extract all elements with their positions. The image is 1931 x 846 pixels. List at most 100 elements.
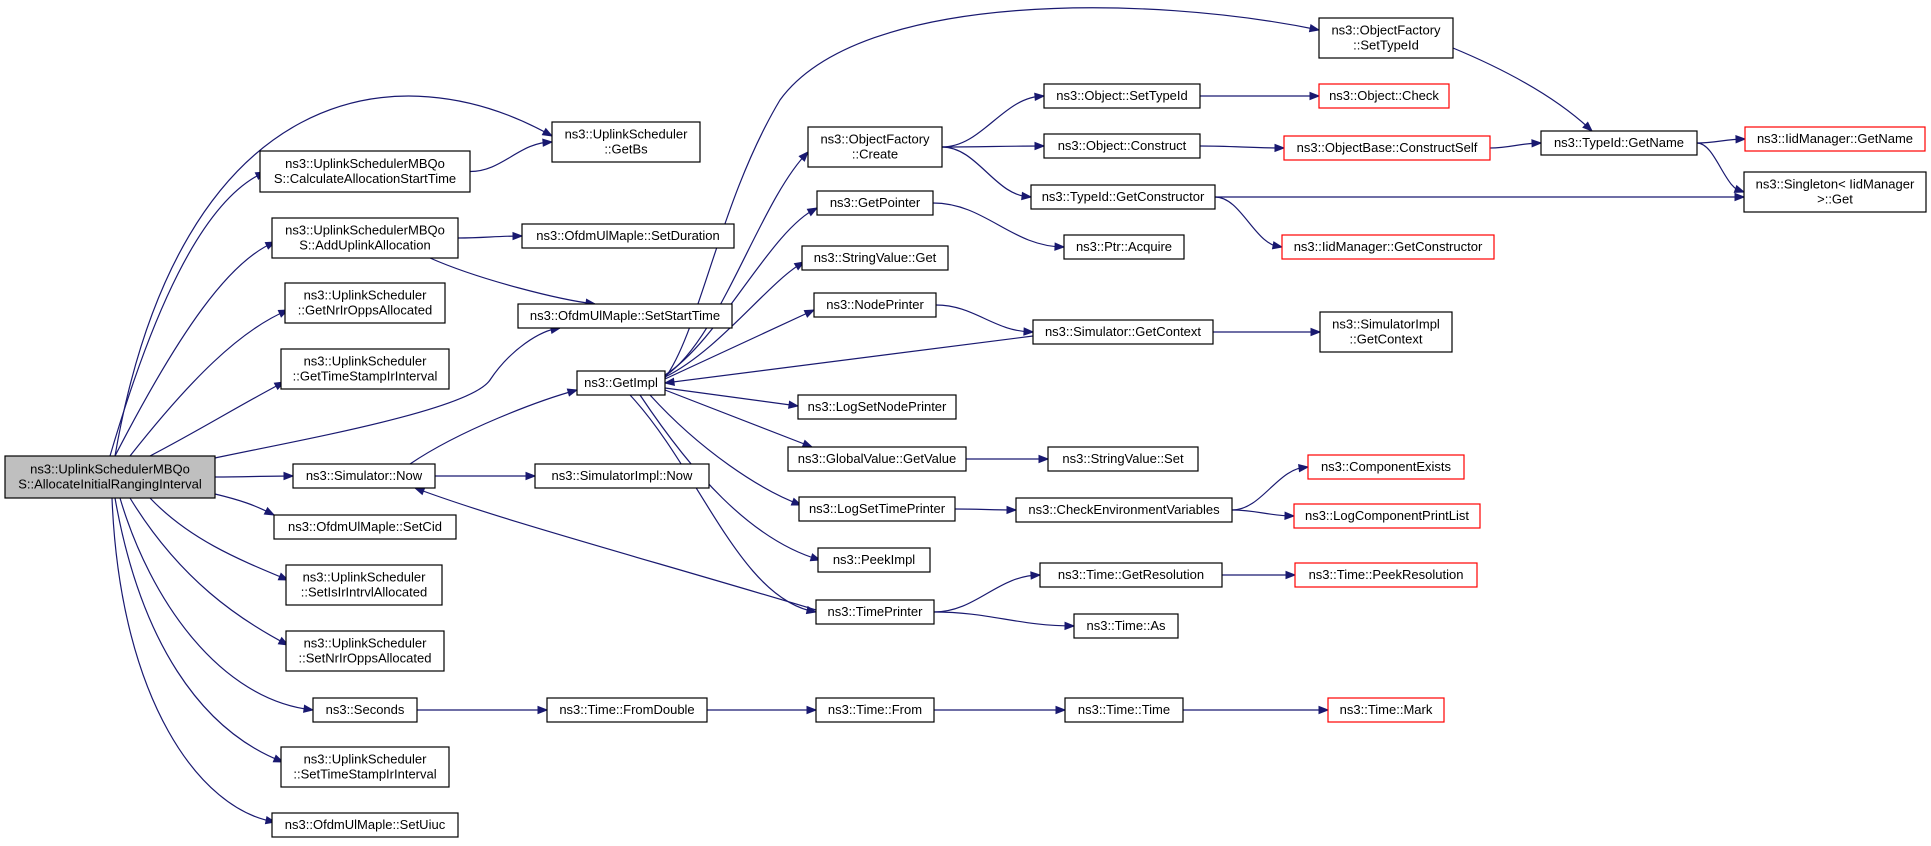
node-label: ns3::Time::FromDouble [559, 702, 694, 717]
node-label: ns3::ObjectFactory [820, 132, 930, 147]
arrowhead-root-to-getbs [541, 127, 554, 137]
node-label: ns3::UplinkSchedulerMBQo [285, 223, 445, 238]
node-objsettypeid[interactable]: ns3::Object::SetTypeId [1043, 83, 1201, 109]
node-simimplnow[interactable]: ns3::SimulatorImpl::Now [534, 463, 710, 489]
node-objconstruct[interactable]: ns3::Object::Construct [1043, 133, 1201, 159]
node-box [285, 564, 443, 606]
node-getpointer[interactable]: ns3::GetPointer [816, 190, 934, 216]
node-seconds[interactable]: ns3::Seconds [312, 697, 418, 723]
node-adduplink[interactable]: ns3::UplinkSchedulerMBQoS::AddUplinkAllo… [271, 217, 459, 259]
node-nodeprinter[interactable]: ns3::NodePrinter [813, 292, 937, 318]
node-peekimpl[interactable]: ns3::PeekImpl [817, 547, 931, 573]
edge-getimpl-to-getpointer [664, 207, 818, 376]
arrowhead-gvgetvalue-to-stringset [1038, 454, 1050, 464]
node-root[interactable]: ns3::UplinkSchedulerMBQoS::AllocateIniti… [4, 455, 216, 499]
node-box [521, 223, 735, 249]
node-timeprinter[interactable]: ns3::TimePrinter [815, 599, 935, 625]
arrowhead-simnow-to-getimpl [566, 388, 579, 397]
node-iidgetname[interactable]: ns3::IidManager::GetName [1744, 126, 1926, 152]
edge-adduplink-to-setstarttime [429, 257, 596, 305]
node-logsetnode[interactable]: ns3::LogSetNodePrinter [797, 394, 957, 420]
node-logsettime[interactable]: ns3::LogSetTimePrinter [798, 496, 956, 522]
node-setnrir[interactable]: ns3::UplinkScheduler::SetNrIrOppsAllocat… [285, 630, 445, 672]
edge-getimpl-to-stringget [664, 261, 805, 378]
node-ofcreate[interactable]: ns3::ObjectFactory::Create [807, 126, 943, 168]
node-box [259, 150, 471, 193]
node-stringset[interactable]: ns3::StringValue::Set [1047, 446, 1199, 472]
edge-typeidgetctor-to-iidgetctor [1214, 196, 1283, 248]
node-box [815, 697, 935, 723]
node-logcompprint[interactable]: ns3::LogComponentPrintList [1293, 503, 1481, 529]
node-objbaseconstruct[interactable]: ns3::ObjectBase::ConstructSelf [1283, 135, 1491, 161]
node-simgetcontext[interactable]: ns3::Simulator::GetContext [1032, 319, 1214, 345]
node-timegetres[interactable]: ns3::Time::GetResolution [1039, 562, 1223, 588]
node-label: ::GetBs [604, 142, 648, 157]
node-simnow[interactable]: ns3::Simulator::Now [292, 463, 436, 489]
node-settimestamp[interactable]: ns3::UplinkScheduler::SetTimeStampIrInte… [280, 746, 450, 788]
edge-simgetcontext-to-getimpl [664, 335, 1034, 384]
node-getimpl[interactable]: ns3::GetImpl [576, 370, 666, 396]
node-label: ns3::IidManager::GetName [1757, 131, 1913, 146]
node-setduration[interactable]: ns3::OfdmUlMaple::SetDuration [521, 223, 735, 249]
node-timepeekres[interactable]: ns3::Time::PeekResolution [1294, 562, 1478, 588]
node-box [787, 446, 967, 472]
node-label: ns3::TimePrinter [828, 604, 924, 619]
node-label: ns3::UplinkScheduler [304, 288, 428, 303]
arrowhead-getimpl-to-logsetnode [788, 400, 800, 409]
node-ptracquire[interactable]: ns3::Ptr::Acquire [1063, 234, 1185, 260]
node-timefrom[interactable]: ns3::Time::From [815, 697, 935, 723]
node-calcstart[interactable]: ns3::UplinkSchedulerMBQoS::CalculateAllo… [259, 150, 471, 193]
node-iidgetctor[interactable]: ns3::IidManager::GetConstructor [1281, 234, 1495, 260]
edge-timeprinter-to-timegetres [933, 574, 1041, 613]
edge-ofsettypeid-to-typeidgetname [1452, 47, 1593, 132]
arrowhead-adduplink-to-setduration [512, 231, 524, 241]
arrowhead-simnow-to-simimplnow [525, 471, 537, 481]
node-timetime[interactable]: ns3::Time::Time [1064, 697, 1184, 723]
node-compexists[interactable]: ns3::ComponentExists [1307, 454, 1465, 480]
node-fromdouble[interactable]: ns3::Time::FromDouble [546, 697, 708, 723]
node-ofsettypeid[interactable]: ns3::ObjectFactory::SetTypeId [1318, 17, 1454, 59]
node-getbs[interactable]: ns3::UplinkScheduler::GetBs [551, 121, 701, 163]
node-gettimestamp[interactable]: ns3::UplinkScheduler::GetTimeStampIrInte… [280, 348, 450, 390]
arrowhead-typeidgetname-to-singletonget [1733, 184, 1746, 193]
node-box [534, 463, 710, 489]
node-setstarttime[interactable]: ns3::OfdmUlMaple::SetStartTime [517, 303, 733, 329]
node-getnrir[interactable]: ns3::UplinkScheduler::GetNrIrOppsAllocat… [284, 282, 446, 324]
node-label: ns3::StringValue::Set [1062, 451, 1184, 466]
arrowhead-getpointer-to-ptracquire [1054, 242, 1066, 251]
node-checkenv[interactable]: ns3::CheckEnvironmentVariables [1015, 497, 1233, 523]
arrowhead-timeprinter-to-timegetres [1030, 571, 1042, 580]
node-label: S::AddUplinkAllocation [299, 238, 431, 253]
node-label: ::GetContext [1350, 332, 1423, 347]
node-gvgetvalue[interactable]: ns3::GlobalValue::GetValue [787, 446, 967, 472]
node-setisir[interactable]: ns3::UplinkScheduler::SetIsIrIntrvlAlloc… [285, 564, 443, 606]
node-typeidgetctor[interactable]: ns3::TypeId::GetConstructor [1030, 184, 1216, 210]
node-label: ns3::GetImpl [584, 375, 658, 390]
node-box [271, 217, 459, 259]
node-setuiuc[interactable]: ns3::OfdmUlMaple::SetUiuc [271, 812, 459, 838]
node-singletonget[interactable]: ns3::Singleton< IidManager >::Get [1743, 171, 1927, 213]
arrowhead-objconstruct-to-objbaseconstruct [1274, 143, 1286, 153]
node-timeas[interactable]: ns3::Time::As [1073, 613, 1179, 639]
node-label: ns3::UplinkScheduler [565, 127, 689, 142]
node-label: ns3::NodePrinter [826, 297, 924, 312]
edge-root-to-setnrir [129, 497, 289, 646]
node-timemark[interactable]: ns3::Time::Mark [1327, 697, 1445, 723]
node-typeidgetname[interactable]: ns3::TypeId::GetName [1540, 130, 1698, 156]
edge-root-to-adduplink [114, 241, 276, 457]
arrowhead-objbaseconstruct-to-typeidgetname [1531, 139, 1543, 148]
node-box [1073, 613, 1179, 639]
edge-root-to-gettimestamp [149, 381, 285, 457]
node-setcid[interactable]: ns3::OfdmUlMaple::SetCid [273, 514, 457, 540]
node-box [284, 282, 446, 324]
node-label: ns3::OfdmUlMaple::SetDuration [536, 228, 720, 243]
arrowhead-getimpl-to-getpointer [806, 207, 819, 217]
node-simimplgetcontext[interactable]: ns3::SimulatorImpl::GetContext [1319, 311, 1453, 353]
node-objcheck[interactable]: ns3::Object::Check [1318, 83, 1450, 109]
node-box [1281, 234, 1495, 260]
node-box [813, 292, 937, 318]
node-label: ns3::ObjectFactory [1331, 23, 1441, 38]
node-label: ns3::UplinkScheduler [304, 354, 428, 369]
node-stringget[interactable]: ns3::StringValue::Get [801, 245, 949, 271]
edge-ofcreate-to-objsettypeid [941, 95, 1045, 148]
